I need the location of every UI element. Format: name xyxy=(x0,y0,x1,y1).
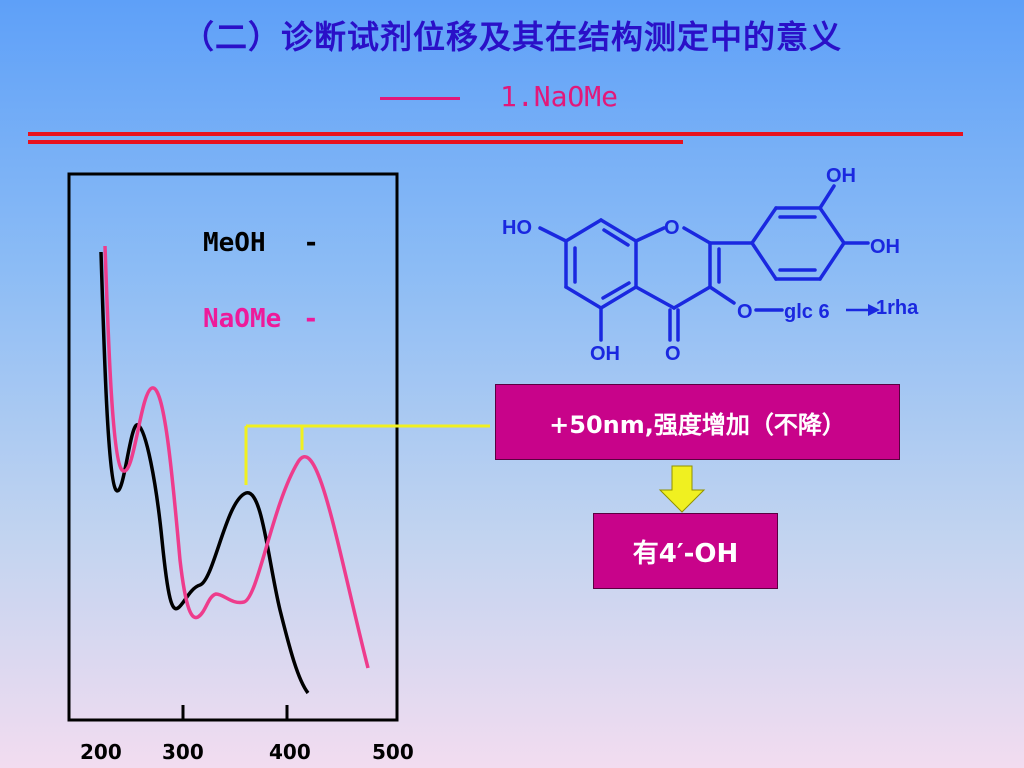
label-ho-left: HO xyxy=(502,217,532,239)
label-rha: 1rha xyxy=(876,297,919,319)
result-box: +50nm,强度增加（不降） xyxy=(495,384,900,460)
glycoside-link-arrowhead xyxy=(868,304,880,316)
label-oh-top: OH xyxy=(826,165,856,187)
legend-meoh-dash: - xyxy=(303,228,319,258)
page-title: （二）诊断试剂位移及其在结构测定中的意义 xyxy=(181,18,842,56)
subtitle-dash xyxy=(380,96,460,100)
label-glc: glc 6 xyxy=(784,301,830,323)
label-o-glc: O xyxy=(737,301,753,323)
legend-meoh: MeOH - xyxy=(203,228,319,258)
red-rule-top xyxy=(28,132,963,136)
x-tick-label-400: 400 xyxy=(269,740,311,764)
result-box-text: +50nm,强度增加（不降） xyxy=(549,410,846,439)
down-arrow xyxy=(658,465,706,513)
naome-curve xyxy=(103,245,370,669)
subtitle: 1.NaOMe xyxy=(380,80,618,113)
x-tick-label-200: 200 xyxy=(80,740,122,764)
label-oh-right: OH xyxy=(870,236,900,258)
meoh-curve xyxy=(99,251,310,695)
subtitle-text: 1.NaOMe xyxy=(500,80,619,113)
legend-meoh-label: MeOH xyxy=(203,228,266,258)
conclusion-box: 有4′-OH xyxy=(593,513,778,589)
label-o-carbonyl: O xyxy=(665,343,681,365)
label-o-ring: O xyxy=(664,217,680,239)
conclusion-box-text: 有4′-OH xyxy=(632,538,739,569)
x-tick-label-500: 500 xyxy=(372,740,414,764)
legend-naome-label: NaOMe xyxy=(203,304,282,334)
spectrum-frame xyxy=(67,172,399,722)
x-tick-label-300: 300 xyxy=(162,740,204,764)
red-rule-bottom xyxy=(28,140,683,144)
legend-naome-dash: - xyxy=(302,304,319,334)
legend-naome: NaOMe - xyxy=(203,304,319,334)
label-oh-bottom: OH xyxy=(590,343,620,365)
flavonoid-structure xyxy=(538,184,870,342)
